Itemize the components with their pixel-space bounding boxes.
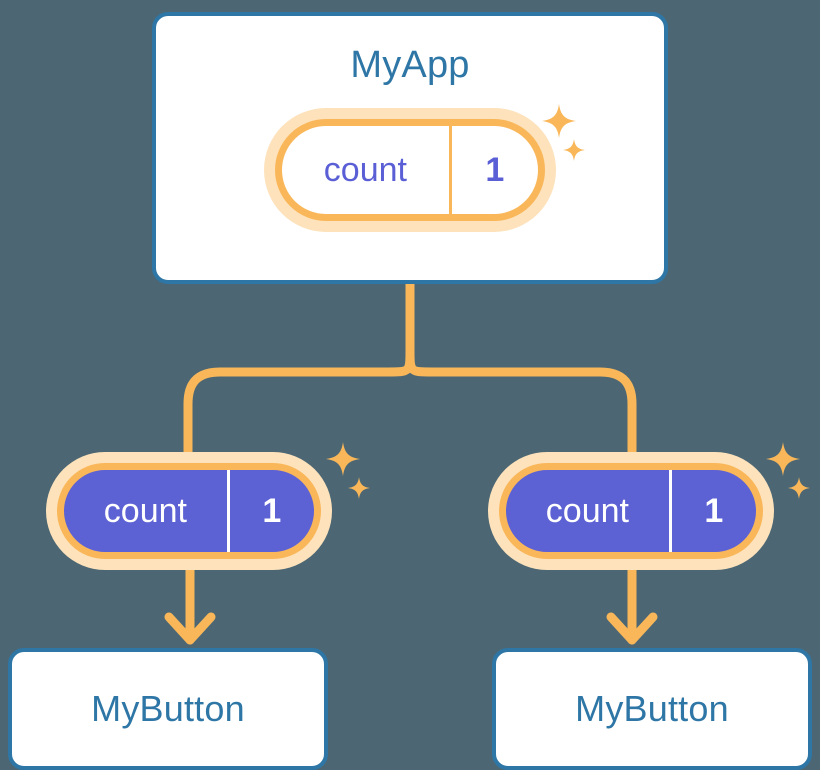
component-title-mybutton: MyButton <box>91 688 245 729</box>
component-title-mybutton: MyButton <box>575 688 729 729</box>
state-pill-mybutton-left[interactable]: count 1 <box>46 452 332 570</box>
state-value-label: 1 <box>668 470 756 552</box>
state-pill-myapp[interactable]: count 1 <box>264 108 556 232</box>
state-key-label: count <box>545 491 629 530</box>
branch-connector-left <box>183 345 415 457</box>
state-value-label: 1 <box>448 126 538 214</box>
state-pill-mybutton-right[interactable]: count 1 <box>488 452 774 570</box>
state-key-label: count <box>323 150 407 189</box>
arrow-down-icon-right-head <box>606 612 658 645</box>
state-pill-body: count 1 <box>499 463 763 559</box>
arrow-down-icon-left-head <box>164 612 216 645</box>
state-value-label: 1 <box>226 470 314 552</box>
branch-connector-right <box>405 345 637 457</box>
state-key-label: count <box>103 491 187 530</box>
state-pill-body: count 1 <box>275 119 545 221</box>
component-card-mybutton-right[interactable]: MyButton <box>492 648 812 770</box>
component-card-mybutton-left[interactable]: MyButton <box>8 648 328 770</box>
component-title-myapp: MyApp <box>350 44 470 86</box>
state-pill-body: count 1 <box>57 463 321 559</box>
